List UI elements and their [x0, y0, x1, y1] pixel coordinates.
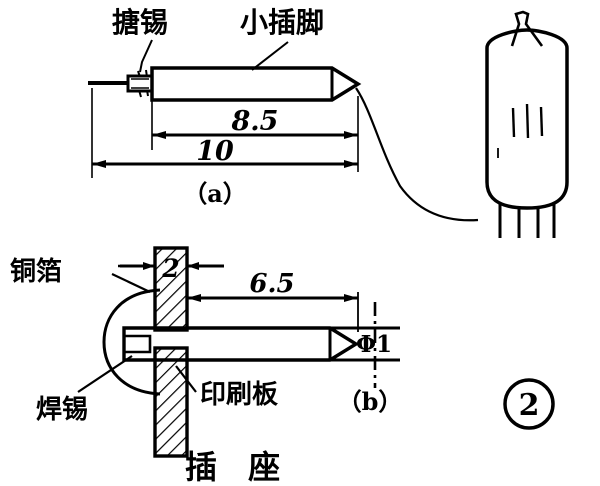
dim-text-8point5: 8.5	[231, 106, 279, 137]
vacuum-tube-group	[485, 10, 569, 238]
caption-subfigure-a: （a）	[183, 179, 247, 208]
solder-fillet	[102, 288, 161, 396]
tube-electrode-2	[525, 103, 530, 139]
dim-arrow-10-left	[92, 160, 106, 168]
label-solder: 焊锡	[36, 395, 88, 425]
label-printed-board: 印刷板	[200, 380, 278, 410]
printed-board-leader-line	[175, 365, 197, 393]
tinning-tick-bottom	[138, 89, 142, 98]
dim-arrow-6point5-right	[344, 294, 358, 302]
small-pin-leader-line	[251, 41, 289, 71]
tinned-collar	[126, 74, 154, 93]
copper-foil-leader-2	[111, 273, 151, 293]
subfigure-b-group: 铜箔 焊锡 印刷板 2 6.5 Φ1	[10, 246, 403, 458]
figure-number-text: 2	[519, 388, 540, 423]
pin-body-outline	[150, 66, 362, 102]
figure-title: 插 座	[185, 448, 290, 486]
tube-tip-nipple	[510, 10, 544, 47]
caption-subfigure-b: （b）	[338, 387, 403, 416]
figure-number-circle	[503, 378, 555, 430]
dim-text-6point5: 6.5	[249, 269, 294, 299]
tube-electrode-1	[511, 107, 516, 138]
tube-electrode-3	[539, 106, 544, 137]
subfigure-a-group: 8.5 10 搪锡 小插脚 （a）	[88, 6, 479, 222]
label-copper-foil: 铜箔	[10, 256, 62, 287]
connecting-wire	[355, 87, 479, 222]
dim-arrow-6point5-left	[187, 294, 201, 302]
tinning-tick-bottom-2	[146, 89, 149, 97]
dim-arrow-thickness-right	[187, 262, 199, 270]
tinning-leader-line	[139, 39, 153, 73]
printed-board-lower	[153, 346, 189, 458]
tinning-tick-top-2	[145, 69, 148, 78]
dim-arrow-10-right	[344, 160, 358, 168]
solder-leader-line	[77, 355, 133, 393]
dim-text-pin-diameter: Φ1	[356, 331, 392, 358]
dim-arrow-thickness-left	[143, 262, 155, 270]
dim-text-board-thickness: 2	[161, 254, 179, 283]
figure-number-badge: 2	[503, 378, 555, 430]
dim-arrow-8point5-left	[152, 131, 166, 139]
socket-pin-body	[122, 326, 360, 362]
label-tinning: 搪锡	[112, 6, 168, 39]
label-small-pin: 小插脚	[240, 6, 324, 39]
dim-text-10: 10	[196, 136, 234, 167]
socket-pin-hollow	[124, 334, 152, 354]
tinning-tick-top	[137, 70, 141, 78]
dim-arrow-8point5-right	[344, 131, 358, 139]
